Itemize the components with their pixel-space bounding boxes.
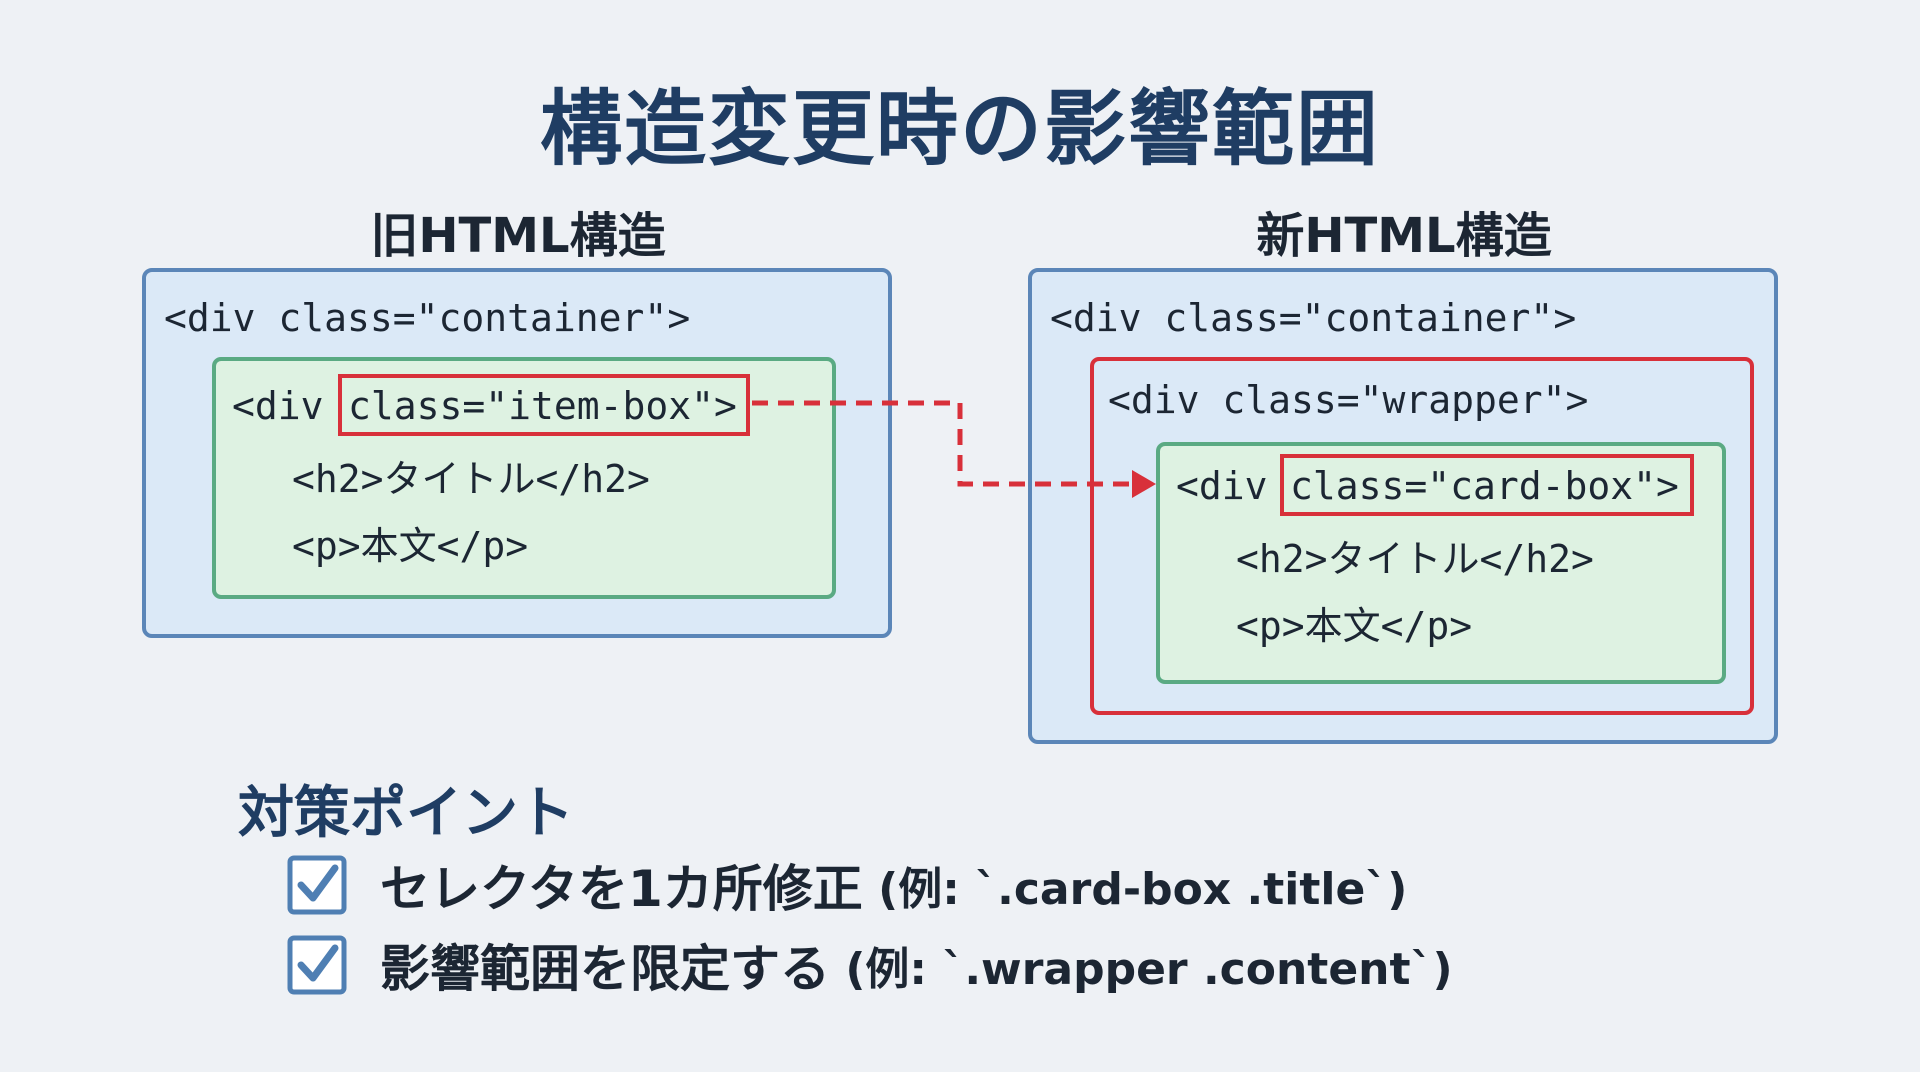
- new-class-code: class="card-box">: [1290, 464, 1679, 508]
- new-p-code: <p>本文</p>: [1236, 604, 1473, 648]
- new-container-code: <div class="container">: [1050, 296, 1577, 340]
- old-h2-code: <h2>タイトル</h2>: [292, 457, 650, 501]
- new-h2-code: <h2>タイトル</h2>: [1236, 537, 1594, 581]
- old-div-open-code: <div: [232, 384, 347, 428]
- old-item-box: [212, 357, 836, 599]
- new-wrapper-box: [1090, 357, 1754, 715]
- old-class-code: class="item-box">: [348, 384, 737, 428]
- new-div-open-code: <div: [1176, 464, 1291, 508]
- countermeasure-note: (例: `.card-box .title`): [862, 864, 1408, 915]
- countermeasure-text: 影響範囲を限定する: [380, 940, 830, 998]
- checkbox-checked-icon: [287, 935, 347, 995]
- old-p-code: <p>本文</p>: [292, 524, 529, 568]
- new-card-box: [1156, 442, 1726, 684]
- new-wrapper-code: <div class="wrapper">: [1108, 378, 1589, 422]
- old-structure-heading: 旧HTML構造: [370, 208, 666, 264]
- countermeasure-item: 影響範囲を限定する (例: `.wrapper .content`): [286, 930, 1453, 1000]
- old-container-code: <div class="container">: [164, 296, 691, 340]
- countermeasure-text: セレクタを1カ所修正: [380, 860, 863, 918]
- new-class-highlight: [1280, 454, 1694, 516]
- new-structure-heading: 新HTML構造: [1256, 208, 1552, 264]
- checkbox-checked-icon: [287, 855, 347, 915]
- countermeasure-note: (例: `.wrapper .content`): [830, 944, 1453, 995]
- countermeasures-heading: 対策ポイント: [238, 781, 574, 846]
- old-class-highlight: [338, 374, 750, 436]
- countermeasure-item: セレクタを1カ所修正 (例: `.card-box .title`): [286, 850, 1407, 920]
- page-title: 構造変更時の影響範囲: [539, 82, 1380, 177]
